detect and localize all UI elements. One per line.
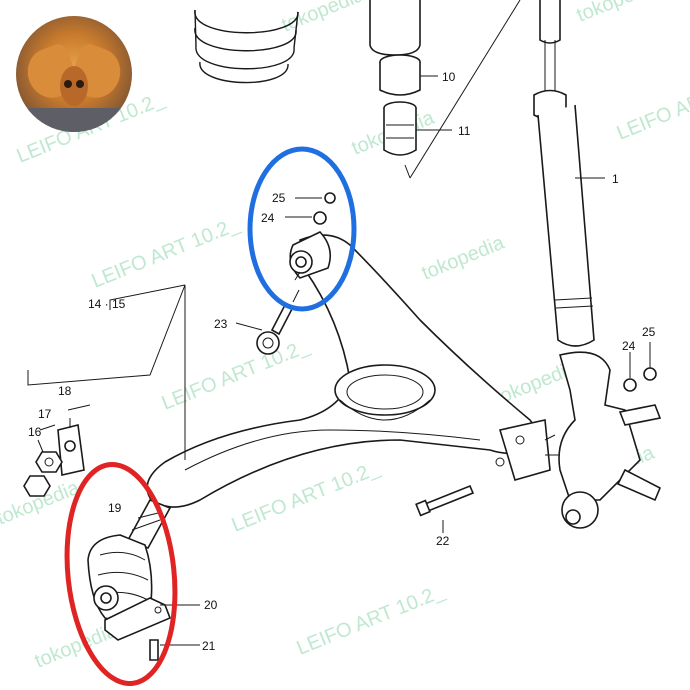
watermark-tokopedia: tokopedia [574, 0, 663, 27]
bolt-23 [256, 271, 301, 355]
nuts-right [623, 342, 657, 392]
clamp-parts [23, 418, 85, 497]
watermark-leifo-art: LEIFO ART 10.2_ [89, 213, 244, 293]
callout-label: 10 [442, 70, 456, 84]
blue-highlight-circle [247, 146, 357, 312]
callout-label: 19 [108, 501, 122, 515]
rear-bushing-assembly [87, 498, 200, 661]
watermark-tokopedia: tokopedia [419, 231, 508, 284]
nuts-top [285, 192, 336, 225]
callout-label: 24 [261, 211, 275, 225]
callout-label: 25 [642, 325, 656, 339]
shock-absorber [404, 0, 605, 347]
watermark-leifo-art: LEIFO ART 10.2_ [294, 580, 449, 660]
callout-label: 22 [436, 534, 450, 548]
callout-label: 11 [458, 124, 471, 138]
callout-frame [27, 284, 186, 460]
strut-mount [369, 0, 452, 156]
callout-label: 16 [28, 425, 42, 439]
watermark-leifo-art: LEIFO ART 10.2_ [614, 65, 690, 145]
callout-label: 20 [204, 598, 218, 612]
callout-labels: 1 10 11 14 · 15 16 17 18 19 20 21 22 23 … [28, 70, 656, 653]
callout-label: 25 [272, 191, 286, 205]
red-highlight-circle [64, 461, 178, 687]
callout-label: 17 [38, 407, 52, 421]
moth-photo-icon [16, 16, 132, 132]
callout-label: 18 [58, 384, 72, 398]
callout-label: 1 [612, 172, 619, 186]
coil-spring [194, 9, 299, 84]
callout-label: 21 [202, 639, 216, 653]
steering-knuckle [495, 351, 662, 529]
callout-label: 14 · 15 [88, 297, 126, 311]
leader-line-23 [235, 322, 263, 331]
watermark-tokopedia: tokopedia [279, 0, 368, 37]
callout-label: 23 [214, 317, 228, 331]
callout-label: 24 [622, 339, 636, 353]
lower-control-arm [146, 234, 547, 508]
bolt-22 [415, 484, 475, 533]
watermark-leifo-art: LEIFO ART 10.2_ [159, 335, 314, 415]
upper-arm-bushing [289, 231, 331, 279]
